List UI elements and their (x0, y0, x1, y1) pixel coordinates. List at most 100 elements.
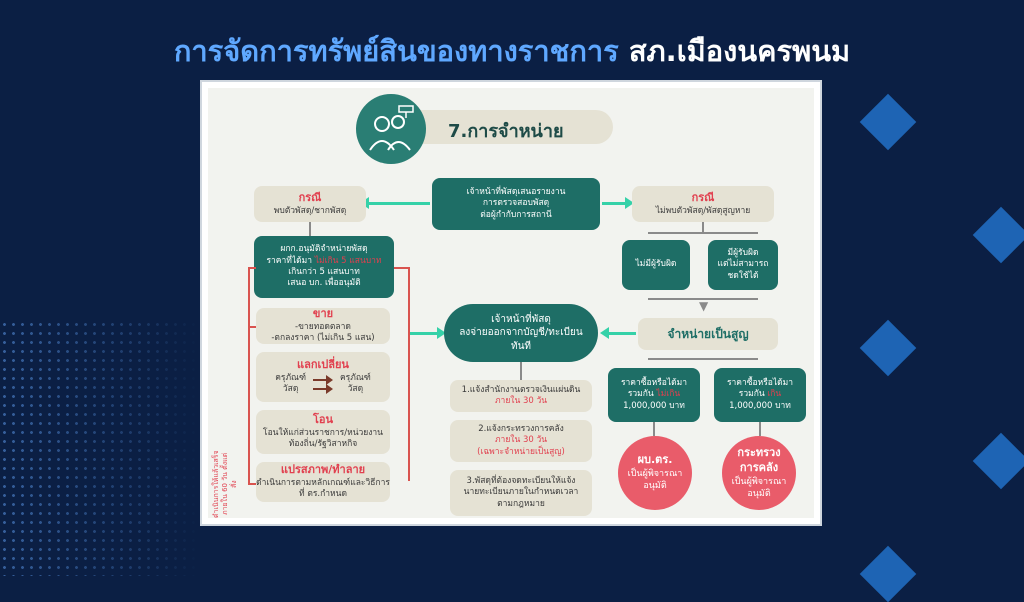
slide-title-blue: การจัดการทรัพย์สินของทางราชการ (173, 34, 619, 68)
method-destroy-box: แปรสภาพ/ทำลาย ดำเนินการตามหลักเกณฑ์และวิ… (256, 462, 390, 502)
right-case-box: กรณี ไม่พบตัวพัสดุ/พัสดุสูญหาย (632, 186, 774, 222)
liable-line-1: มีผู้รับผิด (727, 247, 759, 258)
approval-line-2-limit: ไม่เกิน 5 แสนบาท (314, 255, 382, 266)
center-line-2: ลงจ่ายออกจากบัญชี/ทะเบียน (459, 327, 583, 339)
right-case-text: ไม่พบตัวพัสดุ/พัสดุสูญหาย (655, 205, 751, 216)
step-2-deadline: ภายใน 30 วัน (494, 435, 548, 446)
side-note-line-2: ภายใน 60 วัน ตั้งแต่สั่ง (221, 452, 239, 516)
report-line-3: ต่อผู้กำกับการสถานี (480, 209, 552, 220)
method-destroy-line-2: ที่ ตร.กำหนด (299, 489, 347, 500)
diagram-image-frame: 7.การจำหน่าย เจ้าหน้าที่พัสดุเสนอรายงาน … (200, 80, 822, 526)
officer-icon-circle (356, 94, 426, 164)
method-sell-box: ขาย -ขายทอดตลาด -ตกลงราคา (ไม่เกิน 5 แสน… (256, 307, 390, 344)
approval-box: ผกก.อนุมัติจำหน่ายพัสดุ ราคาที่ได้มา ไม่… (254, 236, 394, 298)
left-case-label: กรณี (298, 190, 322, 204)
writeoff-box: จำหน่ายเป็นสูญ (638, 318, 778, 350)
step-2-box: 2.แจ้งกระทรวงการคลัง ภายใน 30 วัน (เฉพาะ… (450, 420, 592, 462)
connector-left-case (309, 222, 311, 236)
method-exchange-pair-b-1: ครุภัณฑ์ (340, 372, 371, 383)
price-right-line-2: รวมกัน เกิน (739, 389, 781, 400)
diamond-decoration-1 (859, 93, 917, 151)
authority-left-circle: ผบ.ตร. เป็นผู้พิจารณา อนุมัติ (618, 436, 692, 510)
price-left-line-3: 1,000,000 บาท (623, 400, 685, 411)
arrow-to-left-case (360, 197, 430, 209)
method-transfer-box: โอน โอนให้แก่ส่วนราชการ/หน่วยงาน ท้องถิ่… (256, 410, 390, 454)
approval-line-3: เกินกว่า 5 แสนบาท (288, 267, 360, 277)
report-box: เจ้าหน้าที่พัสดุเสนอรายงาน การตรวจสอบพัส… (432, 178, 600, 230)
report-line-2: การตรวจสอบพัสดุ (482, 198, 550, 209)
approval-line-4: เสนอ บก. เพื่ออนุมัติ (287, 278, 361, 289)
step-3-box: 3.พัสดุที่ต้องจดทะเบียนให้แจ้ง นายทะเบีย… (450, 470, 592, 516)
price-left-line-2-limit: ไม่เกิน (656, 389, 681, 400)
right-case-label: กรณี (691, 190, 715, 204)
approval-line-1: ผกก.อนุมัติจำหน่ายพัสดุ (280, 244, 368, 255)
red-bracket-top (248, 267, 256, 269)
step-1-deadline: ภายใน 30 วัน (494, 396, 548, 406)
slide-title-white: สภ.เมืองนครพนม (628, 34, 851, 68)
approval-line-2: ราคาที่ได้มา ไม่เกิน 5 แสนบาท (266, 256, 381, 267)
side-note-line-1: ดำเนินการให้แล้วเสร็จ (212, 450, 220, 518)
report-line-1: เจ้าหน้าที่พัสดุเสนอรายงาน (466, 186, 566, 197)
right-case-split (648, 232, 758, 234)
approval-line-2-prefix: ราคาที่ได้มา (266, 255, 315, 266)
center-line-3: ทันที (510, 340, 532, 352)
method-destroy-title: แปรสภาพ/ทำลาย (280, 463, 366, 477)
step-1-line-1: 1.แจ้งสำนักงานตรวจเงินแผ่นดิน (461, 384, 581, 395)
method-transfer-title: โอน (312, 413, 334, 427)
method-transfer-line-2: ท้องถิ่น/รัฐวิสาหกิจ (288, 439, 358, 450)
authority-right-line-2: อนุมัติ (747, 488, 771, 499)
price-right-line-2-prefix: รวมกัน (738, 389, 768, 400)
authority-left-line-2: อนุมัติ (643, 481, 667, 492)
liable-line-3: ชดใช้ได้ (727, 270, 759, 281)
arrow-to-center (410, 327, 446, 339)
price-right-line-3: 1,000,000 บาท (729, 400, 791, 411)
arrow-to-right-case (602, 197, 634, 209)
liable-line-2: แต่ไม่สามารถ (717, 259, 769, 270)
method-sell-line-2: -ตกลงราคา (ไม่เกิน 5 แสน) (271, 333, 375, 344)
dot-pattern-decoration (0, 320, 200, 576)
diamond-decoration-2 (972, 206, 1024, 264)
method-exchange-pair-a-2: วัสดุ (282, 384, 299, 395)
authority-left-title: ผบ.ตร. (637, 453, 673, 467)
authority-right-line-1: เป็นผู้พิจารณา (731, 476, 787, 487)
authority-left-line-1: เป็นผู้พิจารณา (627, 469, 683, 480)
diamond-decoration-5 (859, 545, 917, 602)
side-note-60-days: ดำเนินการให้แล้วเสร็จ ภายใน 60 วัน ตั้งแ… (212, 450, 252, 518)
price-left-line-1: ราคาซื้อหรือได้มา (620, 377, 688, 388)
title-bar (393, 110, 613, 144)
center-line-1: เจ้าหน้าที่พัสดุ (491, 313, 551, 325)
step-1-box: 1.แจ้งสำนักงานตรวจเงินแผ่นดิน ภายใน 30 ว… (450, 380, 592, 412)
method-exchange-pairs: ครุภัณฑ์ วัสดุ ครุภัณฑ์ วัสดุ (275, 373, 371, 396)
authority-right-circle: กระทรวง การคลัง เป็นผู้พิจารณา อนุมัติ (722, 436, 796, 510)
liable-merge-line (648, 298, 758, 300)
main-title: 7.การจำหน่าย (448, 121, 564, 142)
slide-title: การจัดการทรัพย์สินของทางราชการ สภ.เมืองน… (0, 28, 1024, 74)
price-right-box: ราคาซื้อหรือได้มา รวมกัน เกิน 1,000,000 … (714, 368, 806, 422)
price-left-box: ราคาซื้อหรือได้มา รวมกัน ไม่เกิน 1,000,0… (608, 368, 700, 422)
left-case-box: กรณี พบตัวพัสดุ/ชากพัสดุ (254, 186, 366, 222)
method-sell-title: ขาย (312, 307, 334, 321)
diamond-decoration-3 (859, 319, 917, 377)
method-exchange-box: แลกเปลี่ยน ครุภัณฑ์ วัสดุ ครุภัณฑ์ วัสดุ (256, 352, 390, 402)
flowchart-panel: 7.การจำหน่าย เจ้าหน้าที่พัสดุเสนอรายงาน … (208, 88, 814, 518)
red-bracket-mid (248, 326, 256, 328)
method-exchange-pair-a: ครุภัณฑ์ วัสดุ (275, 373, 306, 396)
diamond-decoration-4 (972, 432, 1024, 490)
arrow-from-writeoff (600, 327, 636, 339)
price-right-line-2-limit: เกิน (767, 389, 782, 400)
method-exchange-title: แลกเปลี่ยน (297, 358, 349, 372)
authority-right-title-2: การคลัง (739, 460, 779, 474)
price-right-connector (759, 422, 761, 436)
step-2-line-1: 2.แจ้งกระทรวงการคลัง (478, 423, 564, 434)
exchange-arrows-icon (313, 375, 333, 395)
liable-box: มีผู้รับผิด แต่ไม่สามารถ ชดใช้ได้ (708, 240, 778, 290)
step-2-condition: (เฉพาะจำหน่ายเป็นสูญ) (477, 446, 565, 457)
no-liable-box: ไม่มีผู้รับผิด (622, 240, 690, 290)
authority-right-title-1: กระทรวง (737, 446, 781, 460)
red-bracket-to-center (394, 267, 410, 269)
red-bracket-center-vertical (408, 267, 410, 481)
price-left-connector (653, 422, 655, 436)
method-sell-line-1: -ขายทอดตลาด (295, 321, 351, 332)
method-transfer-line-1: โอนให้แก่ส่วนราชการ/หน่วยงาน (263, 427, 383, 438)
writeoff-split (648, 358, 758, 360)
